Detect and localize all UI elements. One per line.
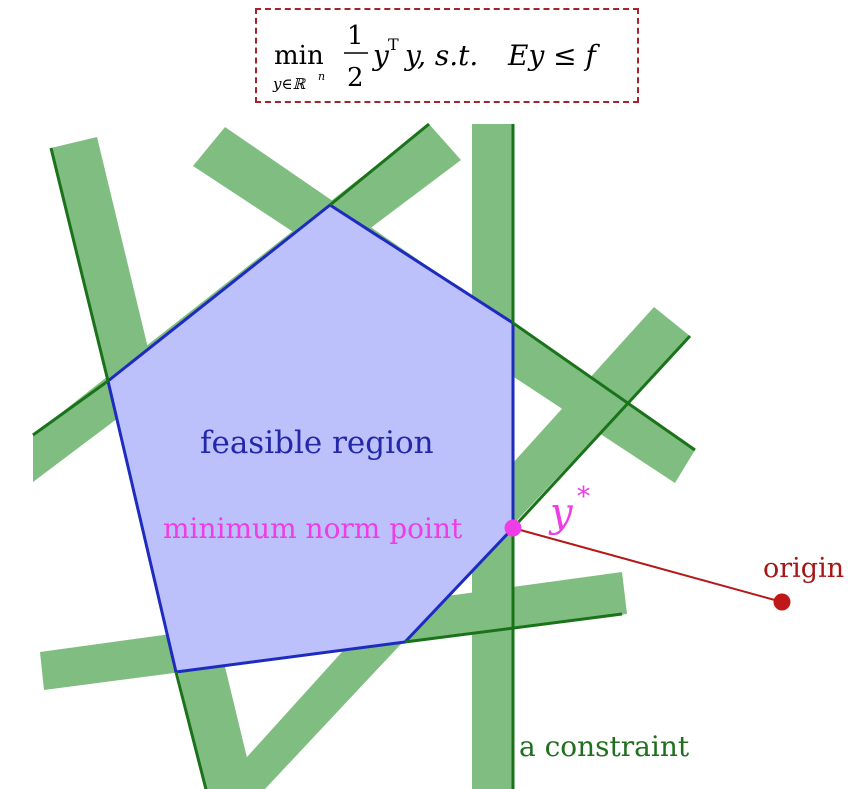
formula-min: min <box>274 41 324 71</box>
constraint-line-upper-ne <box>329 122 430 207</box>
constraint-label: a constraint <box>519 730 690 763</box>
formula-transpose: T <box>388 35 399 54</box>
formula-y: y <box>371 39 390 72</box>
formula: min y∈ℝ n 1 2 y T y, s.t. Ey ≤ f <box>272 21 601 93</box>
formula-box <box>255 8 639 103</box>
y-star-label: y <box>548 490 574 536</box>
formula-body: y, s.t. <box>403 39 478 72</box>
formula-fraction-numerator: 1 <box>347 21 364 51</box>
constraint-line-left-steep <box>49 147 110 382</box>
y-star-superscript: * <box>577 482 590 512</box>
constraint-line-right-diagonal <box>511 334 692 530</box>
formula-constraint: Ey ≤ f <box>507 39 601 72</box>
formula-min-subscript: y∈ℝ <box>272 75 307 93</box>
constraint-lines <box>32 122 696 789</box>
constraint-line-left-steep-low <box>174 671 208 789</box>
origin-label: origin <box>763 553 844 584</box>
distance-segment <box>512 527 783 603</box>
constraint-line-bottom <box>404 612 623 644</box>
constraint-line-upper-se <box>512 321 696 452</box>
origin-point-marker <box>773 593 791 611</box>
minimum-norm-point-marker <box>504 519 522 537</box>
feasible-region-label: feasible region <box>200 425 434 461</box>
constraint-line-upper-ne-left <box>32 379 109 437</box>
minimum-norm-point-label: minimum norm point <box>163 512 463 545</box>
formula-fraction-denominator: 2 <box>347 63 364 93</box>
formula-min-subscript-power: n <box>318 70 325 83</box>
